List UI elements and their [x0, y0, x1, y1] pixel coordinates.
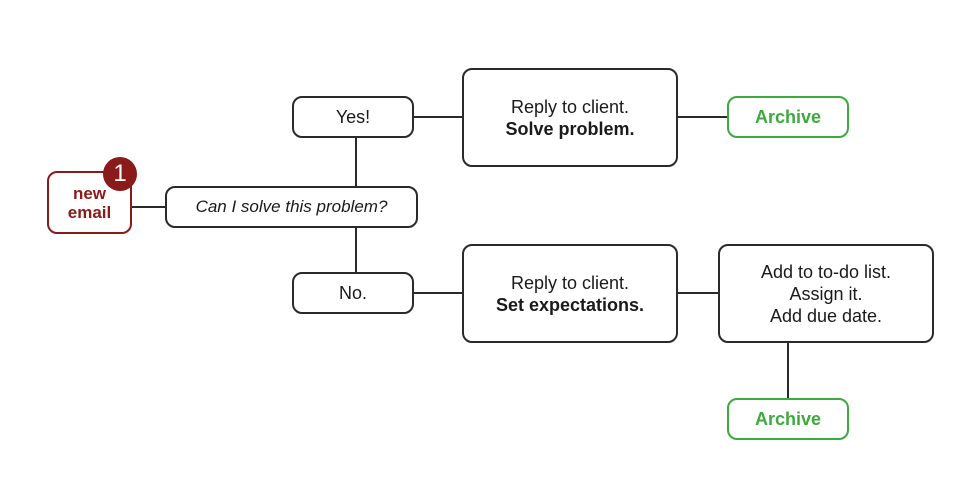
- new-email-line2: email: [67, 202, 112, 222]
- yes-action-box: Reply to client. Solve problem.: [462, 68, 678, 167]
- no-box: No.: [292, 272, 414, 314]
- question-box: Can I solve this problem?: [165, 186, 418, 228]
- no-action-line1: Reply to client.: [510, 272, 630, 293]
- archive-bottom-label: Archive: [754, 409, 822, 429]
- todo-box: Add to to-do list. Assign it. Add due da…: [718, 244, 934, 343]
- archive-box-bottom: Archive: [727, 398, 849, 440]
- question-text: Can I solve this problem?: [195, 197, 388, 216]
- yes-action-line2: Solve problem.: [505, 118, 635, 139]
- notification-badge: 1: [103, 157, 137, 191]
- todo-line3: Add due date.: [769, 305, 883, 326]
- yes-label: Yes!: [335, 107, 371, 127]
- archive-box-top: Archive: [727, 96, 849, 138]
- todo-line1: Add to to-do list.: [760, 261, 892, 282]
- new-email-line1: new: [72, 183, 107, 203]
- yes-box: Yes!: [292, 96, 414, 138]
- no-label: No.: [338, 283, 367, 303]
- todo-line2: Assign it.: [789, 283, 863, 304]
- no-action-line2: Set expectations.: [495, 294, 645, 315]
- archive-top-label: Archive: [754, 107, 822, 127]
- yes-action-line1: Reply to client.: [510, 96, 630, 117]
- no-action-box: Reply to client. Set expectations.: [462, 244, 678, 343]
